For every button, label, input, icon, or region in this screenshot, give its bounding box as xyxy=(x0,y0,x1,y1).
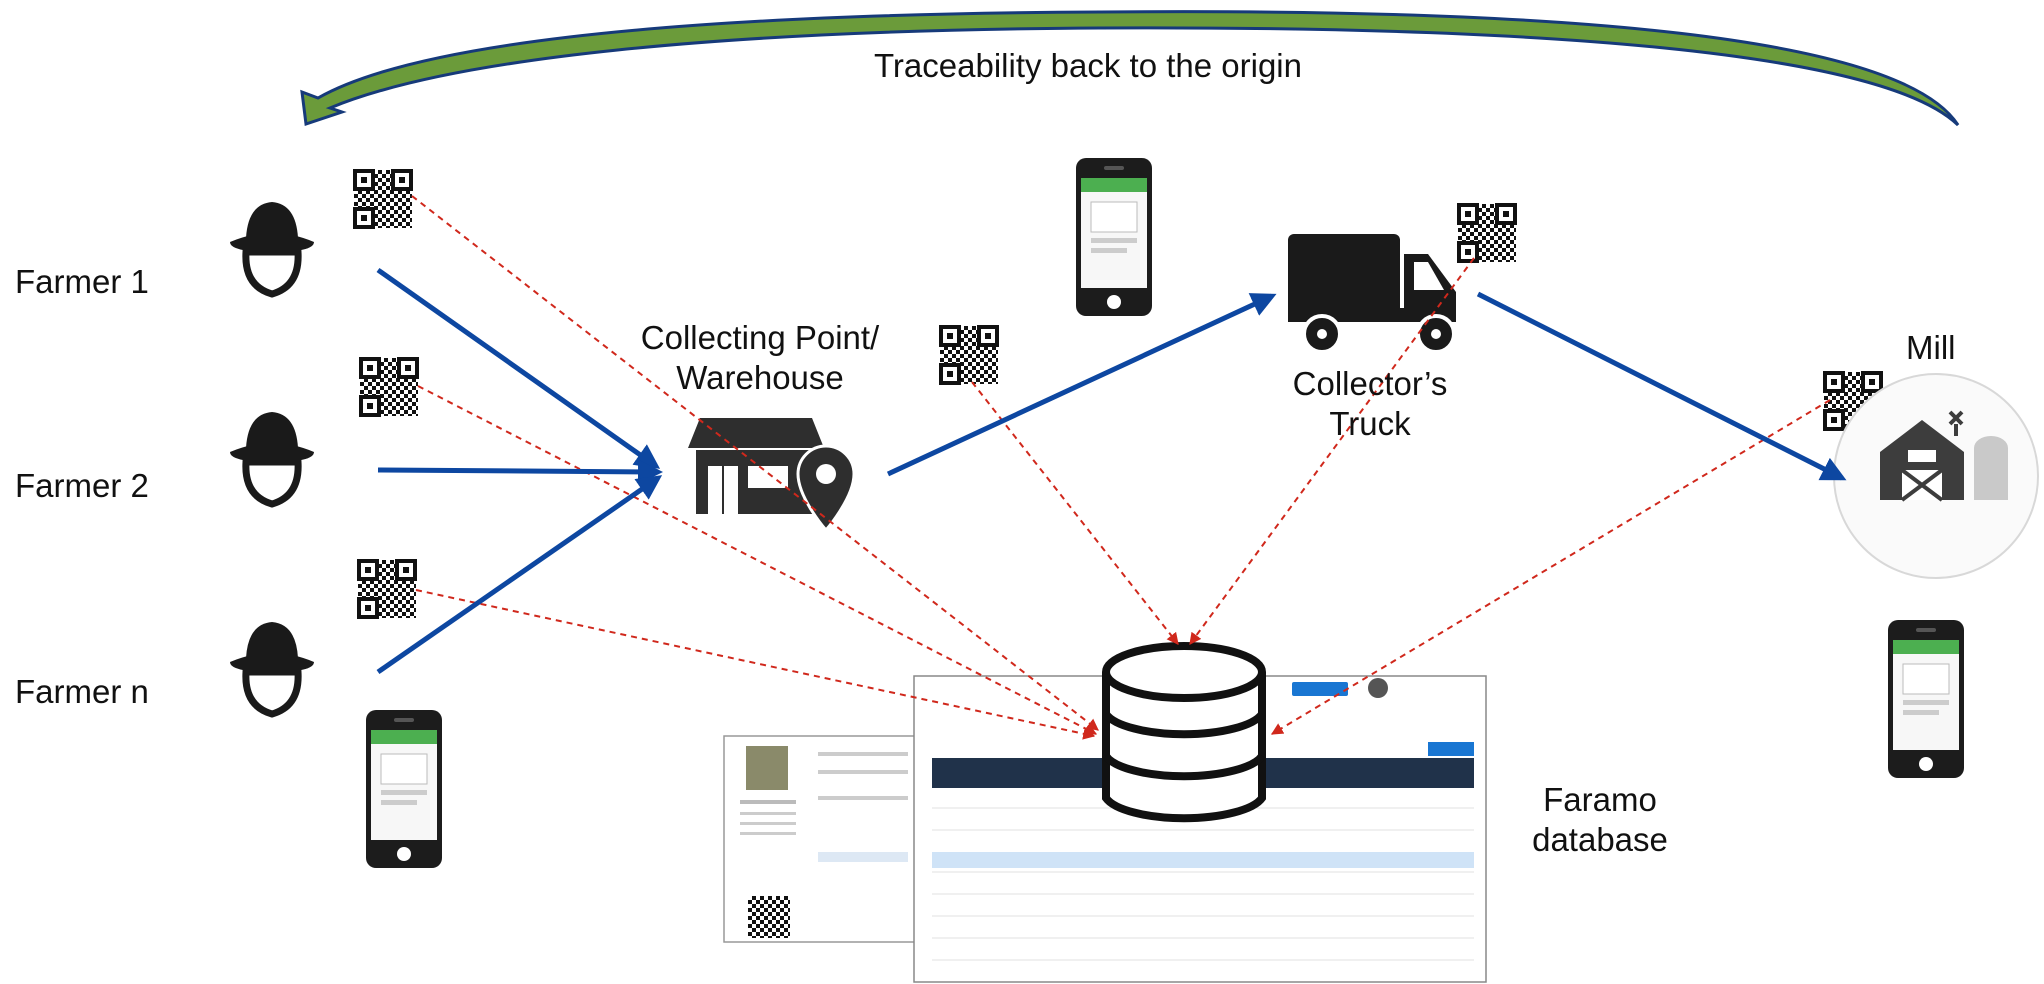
traceability-label: Traceability back to the origin xyxy=(874,47,1302,84)
warehouse-qr-icon xyxy=(938,324,1000,386)
flow-arrows xyxy=(376,267,1847,675)
farmer-phone-icon xyxy=(365,709,443,869)
store-location-icon xyxy=(688,418,856,533)
collecting-point-label: Collecting Point/ Warehouse xyxy=(610,318,910,398)
database-label-line1: Faramo xyxy=(1543,781,1657,818)
barn-silo-icon xyxy=(1833,373,2039,579)
farmer-n-qr-icon xyxy=(356,558,418,620)
database-label: Faramo database xyxy=(1500,780,1700,860)
farmer-1-qr-icon xyxy=(352,168,414,230)
farmer-2-icon xyxy=(230,412,314,504)
farmer-1-icon xyxy=(230,202,314,294)
database-label-line2: database xyxy=(1532,821,1668,858)
collecting-point-line1: Collecting Point/ xyxy=(640,319,880,356)
trace-links xyxy=(411,195,1831,740)
farmer-n-icon xyxy=(230,622,314,714)
truck-icon xyxy=(1288,234,1456,354)
truck-label-line2: Truck xyxy=(1329,405,1411,442)
mill-label: Mill xyxy=(1906,329,1956,366)
truck-label: Collector’s Truck xyxy=(1240,364,1500,444)
farmer-1-label: Farmer 1 xyxy=(15,263,149,300)
farmer-n-label: Farmer n xyxy=(15,673,149,710)
farmer-2-label: Farmer 2 xyxy=(15,467,149,504)
farmer-2-qr-icon xyxy=(358,356,420,418)
traceability-back-arrow xyxy=(300,10,1960,127)
database-icon xyxy=(1102,642,1266,823)
collecting-point-line2: Warehouse xyxy=(676,359,844,396)
mill-phone-icon xyxy=(1887,619,1965,779)
truck-qr-icon xyxy=(1456,202,1518,264)
truck-label-line1: Collector’s xyxy=(1292,365,1448,402)
collector-phone-icon xyxy=(1075,157,1153,317)
farmer-profile-screenshot xyxy=(723,735,921,943)
